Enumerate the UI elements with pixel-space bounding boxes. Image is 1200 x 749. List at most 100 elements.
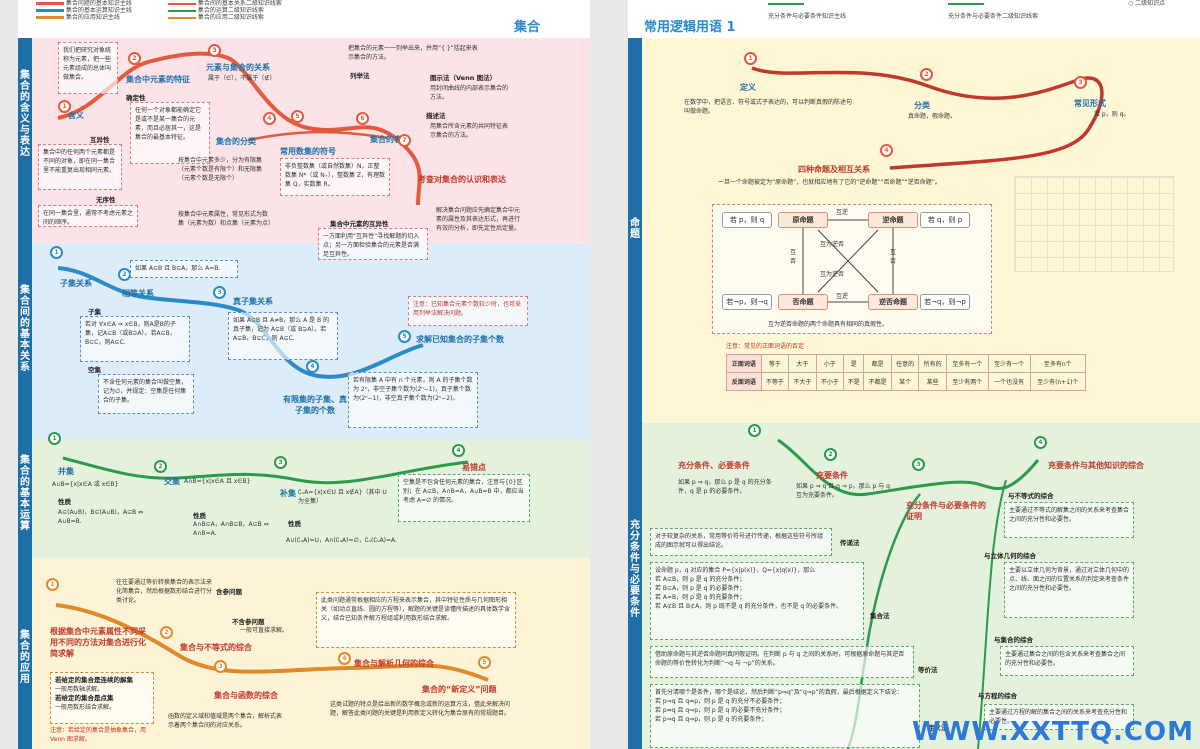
numsets-box: 非负整数集（或自然数集）N，正整数集 N*（或 N₊），整数集 Z，有理数集 Q…	[280, 158, 390, 196]
r-k1-box: 主要通过不等式的解集之间的关系来考查集合之间的充分性和必要性。	[1004, 502, 1134, 538]
r-pin-g4: 4	[1034, 436, 1047, 449]
node-solve-subsets: 求解已知集合的子集个数	[416, 335, 504, 344]
r-label-k1: 与不等式的综合	[1008, 492, 1054, 500]
pin-o3: 3	[214, 660, 227, 673]
watermark: WWW.XXTTQ.COM	[912, 717, 1194, 747]
r-equiv-box: 借助原命题与其逆否命题同真同假证明。在判断 p 与 q 之间的关系时，可根据原命…	[650, 646, 914, 678]
inter-prop: A∩B⊆A，A∩B⊆B，A⊆B ⇔ A∩B=A.	[193, 521, 269, 537]
node-inter: 交集	[164, 477, 180, 486]
node-elem-features: 集合中元素的特征	[126, 75, 190, 84]
form-qp: 若 q，则 p	[920, 212, 970, 228]
r-pin-g1: 1	[748, 424, 761, 437]
pin-1: 1	[58, 100, 71, 113]
r-set-box: 设命题 p，q 对应的集合 P={x|p(x)}，Q={x|q(x)}，那么 若…	[650, 562, 864, 640]
solve-desc: 解决集合问题应先确定集合中元素的属性及其表达形式，再进行有效的分析，即先定性后定…	[436, 207, 521, 232]
r-label-equiv: 等价法	[918, 666, 938, 674]
label-describe: 描述法	[426, 112, 446, 120]
geo-box: 此类问题通常根据相应的方程来表示集合，其中特征性质与几何图形相关（如动点直线、圆…	[316, 592, 516, 648]
label-inter-prop: 性质	[193, 512, 206, 520]
pin-o5: 5	[478, 656, 491, 669]
row1-head: 正面词语	[726, 354, 762, 373]
row2-head: 反面词语	[726, 372, 762, 391]
pin-6: 6	[356, 112, 369, 125]
pin-g4: 4	[452, 444, 465, 457]
empty-box: 不含任何元素的集合叫做空集，记为∅，并规定：空集是任何集合的子集。	[98, 374, 194, 414]
label-cont: 若给定的集合是连续的解集	[55, 676, 133, 684]
negation-table: 正面词语 等于 大于 小于 是 都是 任意的 所有的 至多有一个 至少有一个 至…	[726, 354, 1087, 391]
label-disc: 若给定的集合是点集	[55, 694, 114, 702]
label-noparam: 不含参问题	[232, 618, 265, 626]
label-empty: 空集	[88, 366, 101, 374]
legend-right-3: ○ 二级知识点	[1128, 0, 1166, 7]
comp-def: ∁ᵤA={x|x∈U 且 x∉A}（其中 U 为全集）	[298, 489, 387, 505]
section-label-2: 集合间的基本关系	[20, 285, 30, 373]
pin-b2: 2	[118, 268, 131, 281]
determinacy-box: 任何一个对象都能确定它是或不是某一集合的元素，而且必居其一，这是集合的最基本特征…	[130, 102, 210, 164]
count-box: 若有限集 A 中有 n 个元素，则 A 的子集个数为 2ⁿ，非空子集个数为(2ⁿ…	[348, 372, 478, 428]
pin-o1: 1	[46, 578, 59, 591]
label-union-prop: 性质	[58, 498, 71, 506]
form-nqnp: 若¬q，则¬p	[920, 294, 970, 310]
r-label-k3: 与集合的综合	[994, 636, 1033, 644]
label-comp-prop: 性质	[288, 520, 301, 528]
pin-g3: 3	[274, 456, 287, 469]
pin-o4: 4	[338, 652, 351, 665]
label-subset: 子集	[88, 308, 101, 316]
conv-prop: 逆命题	[868, 212, 918, 228]
pin-5: 5	[291, 110, 304, 123]
rel-contra-2: 互为逆否	[820, 271, 845, 278]
unordered-box: 在同一集合里，通常不考虑元素之间的顺序。	[38, 205, 138, 227]
equal-rel-box: 如果 A⊆B 且 B⊆A，那么 A=B.	[130, 260, 238, 278]
pin-b5: 5	[398, 330, 411, 343]
r-section-label-2: 充分条件与必要条件	[630, 520, 640, 619]
apply-note2: 注意：若给定的集合是抽象集合，用 Venn 图求解。	[50, 727, 147, 743]
section-label-3: 集合的基本运算	[20, 455, 30, 532]
row-positive: 正面词语 等于 大于 小于 是 都是 任意的 所有的 至多有一个 至少有一个 至…	[726, 354, 1087, 373]
pin-4: 4	[263, 112, 276, 125]
node-comp: 补集	[280, 489, 296, 498]
legend-right-2: 充分条件与必要条件二级知识线索	[948, 0, 1038, 20]
r-pin-4: 4	[880, 144, 893, 157]
left-page: 集合问题的基本知识主线 集合的基本运算知识主线 集合的应用知识主线 集合间的基本…	[18, 0, 590, 749]
comp-prop: A∪(∁ᵤA)=U，A∩(∁ᵤA)=∅，∁ᵤ(∁ᵤA)=A.	[286, 537, 397, 544]
subset-box: 若对 ∀x∈A ⇒ x∈B，则A是B的子集，记A⊆B（或B⊇A）。若A⊆B，B⊆…	[80, 316, 190, 362]
node-examine: 考查对集合的认识和表达	[418, 175, 506, 184]
node-proper-rel: 真子集关系	[233, 297, 273, 306]
noparam-desc: 一般可直接求解。	[240, 627, 289, 634]
note-box: 注意：已知集合元素个数较少时，也可采用列举法解决问题。	[408, 296, 528, 326]
label-listing: 列举法	[350, 72, 370, 80]
r-suff-desc: 如果 p ⇒ q，那么 p 是 q 的充分条件，q 是 p 的必要条件。	[678, 479, 772, 495]
union-prop: A⊆(A∪B)，B⊆(A∪B)，A⊆B ⇔ A∪B=B.	[58, 509, 144, 525]
cont-desc: 一般用数轴求解。	[55, 686, 104, 693]
node-apply-4: 集合与解析几何的综合	[354, 659, 434, 668]
r-iff-desc: 如果 p ⇒ q 且 q ⇒ p，那么 p 与 q 互为充要条件。	[796, 483, 890, 499]
node-union: 并集	[58, 467, 74, 476]
node-meaning: 含义	[68, 111, 84, 120]
r-pin-g3: 3	[912, 458, 925, 471]
apply-note1: 往往要通过等价转换集合的表示法来化简集合，然后根据数形结合进行分类讨论。	[116, 579, 213, 604]
r-node-four: 四种命题及相互关系	[798, 165, 870, 174]
pin-o2: 2	[160, 626, 173, 639]
node-apply-5: 集合的“新定义”问题	[422, 685, 497, 694]
pin-b1: 1	[50, 246, 63, 259]
r-k3-box: 主要通过集合之间的包含关系来考查集合之间的充分性和必要性。	[1000, 646, 1134, 676]
r-node-combine: 充要条件与其他知识的综合	[1048, 461, 1144, 470]
form-npnq: 若¬p，则¬q	[722, 294, 772, 310]
node-elem-set-rel: 元素与集合的关系	[206, 63, 270, 72]
r-four-desc: 一旦一个命题被定为“原命题”，也就相应地有了它的“逆命题”“否命题”“逆否命题”…	[718, 179, 941, 186]
pin-3: 3	[208, 44, 221, 57]
form-pq: 若 p，则 q	[722, 212, 772, 228]
r-pin-g2: 2	[824, 448, 837, 461]
section-label-4: 集合的应用	[20, 630, 30, 685]
left-header: 集合问题的基本知识主线 集合的基本运算知识主线 集合的应用知识主线 集合间的基本…	[18, 0, 590, 38]
r-form-desc: 若 p，则 q。	[1094, 111, 1130, 118]
label-hanpt: 含参问题	[216, 588, 242, 596]
cont-box: 若给定的集合是连续的解集 一般用数轴求解。 若给定的集合是点集 一般用数形结合求…	[50, 672, 154, 724]
node-equal-rel: 相等关系	[122, 289, 154, 298]
label-distinct: 互异性	[90, 136, 110, 144]
legend-right: 充分条件与必要条件知识主线	[768, 0, 846, 20]
r-node-proof: 充分条件与必要条件的证明	[906, 501, 986, 521]
disc-desc: 一般用数形结合求解。	[55, 704, 116, 711]
orig-prop: 原命题	[778, 212, 828, 228]
pin-g1: 1	[48, 432, 61, 445]
